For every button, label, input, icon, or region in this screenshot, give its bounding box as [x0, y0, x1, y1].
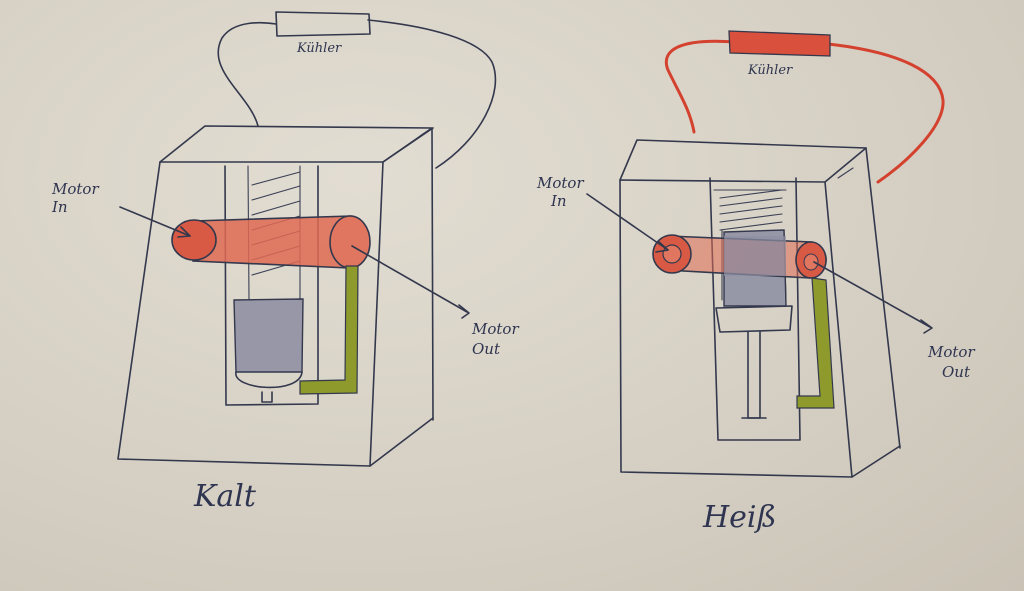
- hot-motor-in-label: Motor In: [537, 176, 584, 209]
- hot-thermostat: [586, 30, 945, 478]
- hot-cooler-hose: [664, 39, 737, 134]
- hot-piston-rod: [747, 331, 761, 419]
- hot-cooler-box: [728, 30, 831, 57]
- cold-caption: Kalt: [194, 479, 256, 514]
- cold-thermostat: [117, 11, 497, 467]
- cold-motor-out-line1: Motor: [472, 320, 519, 338]
- hot-motor-out-line2: Out: [942, 363, 970, 381]
- hot-spring: [719, 189, 783, 231]
- cold-motor-in-opening: [171, 219, 217, 261]
- cold-motor-out-label: Motor Out: [472, 322, 519, 357]
- hot-housing-top: [619, 139, 867, 183]
- hot-return-channel: [796, 277, 835, 409]
- cold-motor-in-line1: Motor: [52, 180, 99, 198]
- cold-motor-in-arrow: [119, 206, 191, 237]
- hot-motor-out-arrow: [813, 261, 931, 328]
- cold-cooler-hose: [217, 22, 277, 127]
- cold-motor-out-line2: Out: [472, 340, 500, 358]
- cold-return-channel: [299, 265, 359, 395]
- cold-housing-inner: [224, 165, 319, 406]
- hot-cooler-label: Kühler: [748, 63, 793, 78]
- hot-motor-out-label: Motor Out: [928, 345, 975, 380]
- hot-motor-in-line2: In: [551, 192, 567, 210]
- hot-motor-in-arrow: [586, 193, 669, 251]
- cold-motor-in-label: Motor In: [52, 182, 99, 215]
- cold-motor-out-arrow: [351, 245, 468, 313]
- hot-caption: Heiß: [703, 500, 777, 535]
- hot-housing-inner: [709, 177, 801, 441]
- cold-motor-in-line2: In: [52, 198, 68, 216]
- hot-motor-out-line1: Motor: [928, 343, 975, 361]
- cold-cooler-label: Kühler: [297, 41, 342, 56]
- hot-motor-in-line1: Motor: [537, 174, 584, 192]
- hot-cooler-hose-return: [826, 42, 945, 184]
- cold-wax-actuator: [233, 298, 304, 373]
- cold-cooler-hose-return: [367, 19, 497, 169]
- cold-cooler-box: [275, 11, 371, 37]
